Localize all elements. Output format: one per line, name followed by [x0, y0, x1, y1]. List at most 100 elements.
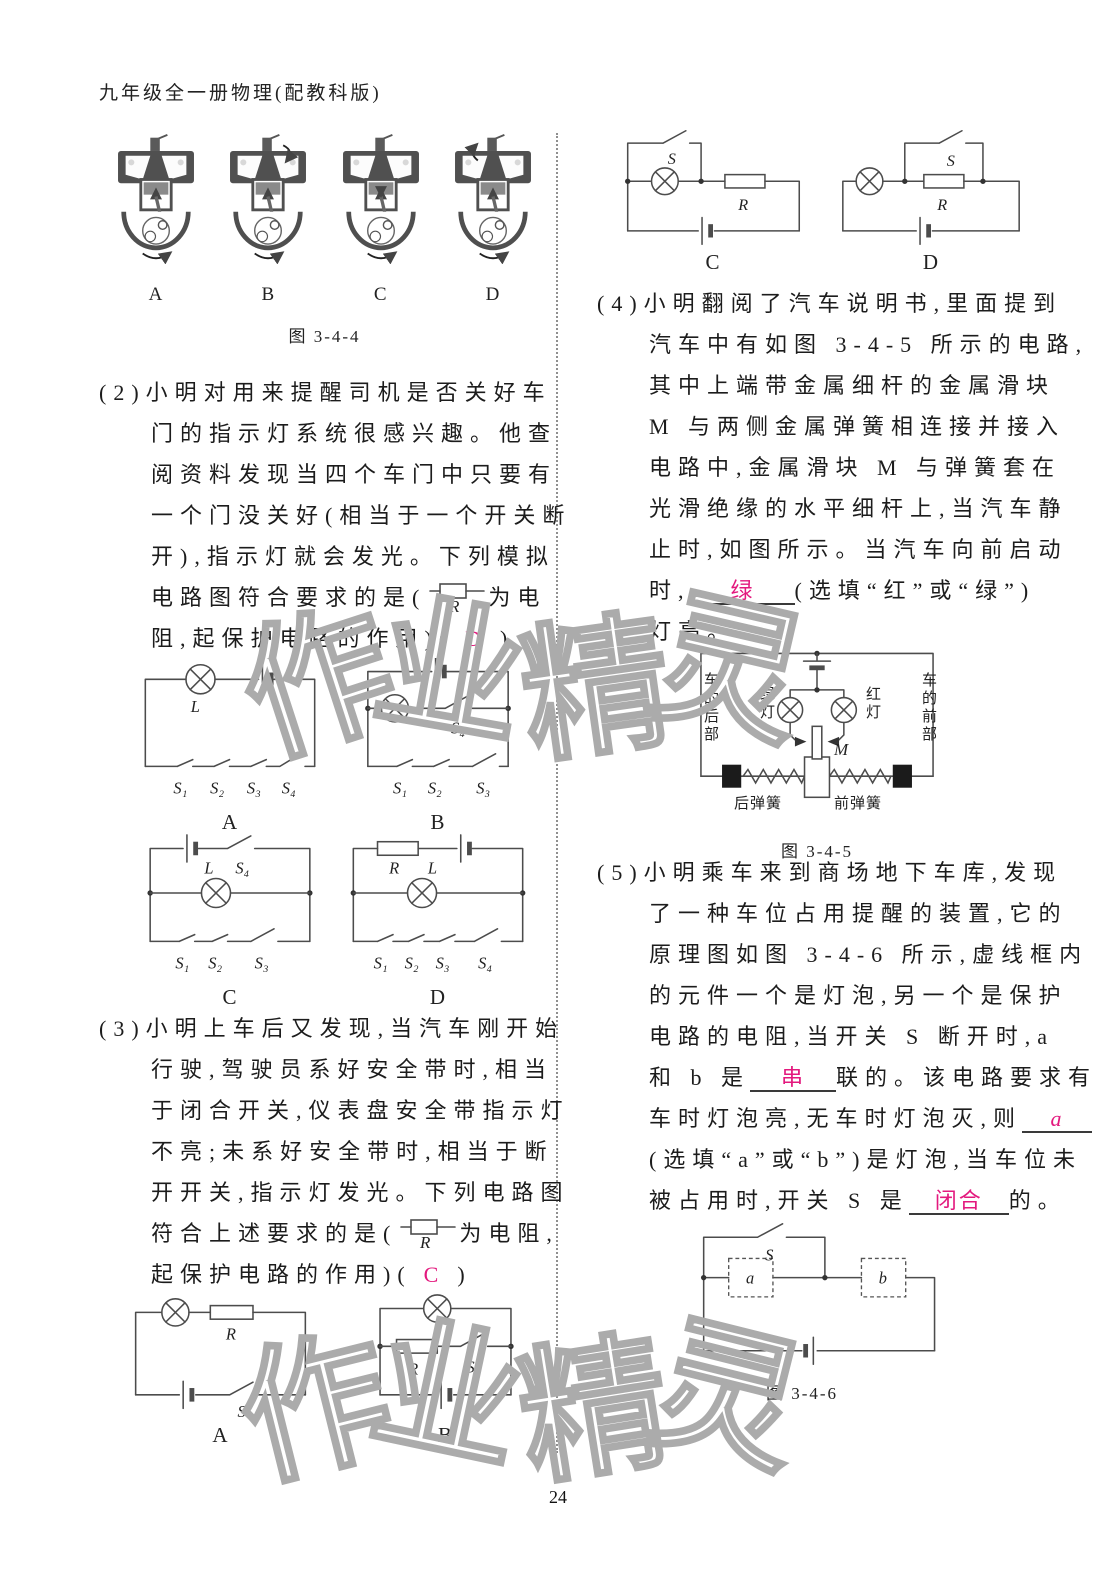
- q3-line6-text: 符合上述要求的是(: [151, 1221, 398, 1246]
- engine-option-a: A: [112, 132, 200, 306]
- q5-line: 原理图如图 3-4-6 所示,虚线框内: [649, 942, 1089, 967]
- svg-text:R: R: [419, 1233, 437, 1249]
- q5-answer-blank-2: a: [1022, 1107, 1093, 1133]
- circuit-option-c: S R C: [608, 126, 818, 275]
- q4-line: 电路中,金属滑块 M 与弹簧套在: [649, 455, 1062, 480]
- question-5: (5)小明乘车来到商场地下车库,发现 了一种车位占用提醒的装置,它的 原理图如图…: [597, 852, 1093, 1221]
- svg-text:R: R: [388, 859, 399, 878]
- q3-line: 开开关,指示灯发光。下列电路图: [151, 1180, 570, 1205]
- circuit-option-a: R S A: [118, 1293, 323, 1448]
- circuit-letter: A: [221, 810, 239, 834]
- figure-3-4-4-caption: 图 3-4-4: [288, 327, 361, 346]
- svg-text:S₂: S₂: [208, 953, 222, 972]
- option-letter: A: [148, 284, 164, 305]
- circuit-diagram: L S₄ S₁ S₂ S₃: [365, 658, 511, 797]
- svg-text:S₁: S₁: [175, 953, 189, 972]
- resistor-icon: [724, 173, 766, 189]
- fig346-diagram: S a b: [700, 1223, 936, 1365]
- q3-answer: C: [423, 1262, 446, 1287]
- front-spring-label: 前弹簧: [834, 796, 883, 812]
- q3-circuit-row-cd: S R C S R D: [608, 126, 1036, 275]
- svg-text:S: S: [237, 1402, 245, 1421]
- switch-branch: [904, 130, 984, 183]
- q3-line: 于闭合开关,仪表盘安全带指示灯: [151, 1098, 570, 1123]
- q2-close-paren: ): [500, 626, 515, 651]
- q5-blank-line-3: 被占用时,开关 S 是闭合的。: [597, 1180, 1060, 1221]
- option-letter: C: [373, 284, 388, 305]
- resistor-icon: R: [429, 583, 486, 613]
- q5-line6-tail: 联的。该电路要求有: [836, 1065, 1098, 1090]
- q4-line: 其中上端带金属细杆的金属滑块: [649, 373, 1056, 398]
- svg-text:R: R: [407, 1359, 418, 1378]
- fig345-diagram: [700, 650, 934, 799]
- page-number: 24: [549, 1487, 567, 1507]
- q5-line: (5)小明乘车来到商场地下车库,发现: [597, 860, 1063, 885]
- front-spring-icon: [828, 767, 892, 785]
- switch-branch: [626, 130, 702, 183]
- q2-answer: D: [465, 626, 489, 651]
- svg-text:S₁: S₁: [393, 778, 407, 797]
- figure-3-4-5-caption: 图 3-4-5: [780, 842, 854, 861]
- q5-line9-text: 被占用时,开关 S 是: [649, 1188, 909, 1213]
- q4-blank-line: 时,绿(选填“红”或“绿”): [597, 570, 1047, 611]
- rear-spring-label: 后弹簧: [734, 796, 783, 812]
- lamp-icon: [855, 167, 884, 196]
- resistor-icon: [923, 173, 965, 189]
- q2-answer-line: 阻,起保护电路的作用)(D): [99, 618, 551, 659]
- svg-text:S: S: [765, 1245, 773, 1264]
- left-contact-arrow: [794, 736, 807, 747]
- engine-icon: [112, 132, 200, 282]
- svg-text:S: S: [668, 150, 676, 168]
- figure-3-4-6: S a b 图 3-4-6: [672, 1218, 972, 1404]
- svg-text:S₄: S₄: [282, 778, 296, 797]
- car-rear-label: 车的后部: [702, 672, 718, 744]
- switch-branch: [702, 1223, 826, 1279]
- figure-3-4-6-caption: 图 3-4-6: [765, 1384, 839, 1403]
- dashed-box-b: [860, 1257, 907, 1298]
- svg-text:S₃: S₃: [255, 953, 269, 972]
- q2-circuit-row-1: L S₁ S₂ S₃ S₄ A L S₄ S₁: [130, 658, 538, 835]
- circuit-diagram: L S₁ S₂ S₃ S₄: [144, 663, 316, 797]
- circuit-letter: B: [437, 1423, 453, 1447]
- engine-option-d: D: [449, 132, 537, 306]
- circuit-letter: C: [222, 985, 238, 1009]
- lamp-icon: [185, 664, 216, 695]
- rear-spring-icon: [742, 767, 806, 785]
- page-header-title: 九年级全一册物理(配教科版): [99, 83, 382, 104]
- option-letter: D: [485, 284, 501, 305]
- circuit-option-b: L S₄ S₁ S₂ S₃ B: [338, 658, 538, 835]
- svg-text:a: a: [746, 1268, 754, 1287]
- circuit-letter: A: [212, 1423, 229, 1447]
- circuit-diagram: S R: [842, 130, 1020, 245]
- svg-text:R: R: [225, 1325, 236, 1344]
- engine-icon: [224, 132, 312, 282]
- engine-icon: [337, 132, 425, 282]
- question-4: (4)小明翻阅了汽车说明书,里面提到 汽车中有如图 3-4-5 所示的电路, 其…: [597, 283, 1081, 652]
- svg-text:S₁: S₁: [173, 778, 187, 797]
- svg-text:S₄: S₄: [235, 859, 249, 878]
- svg-text:S₃: S₃: [247, 778, 261, 797]
- svg-text:S₃: S₃: [476, 778, 490, 797]
- svg-text:L: L: [190, 697, 200, 716]
- right-contact-arrow: [827, 736, 840, 747]
- question-3: (3)小明上车后又发现,当汽车刚开始 行驶,驾驶员系好安全带时,相当 于闭合开关…: [99, 1008, 570, 1295]
- q3-line: (3)小明上车后又发现,当汽车刚开始: [99, 1016, 565, 1041]
- svg-text:L: L: [203, 859, 213, 878]
- circuit-letter: D: [922, 250, 940, 274]
- q2-circuit-row-2: S₄ L S₁ S₂ S₃ C R L: [130, 833, 538, 1010]
- svg-text:L: L: [427, 859, 437, 878]
- resistor-icon: [209, 1304, 254, 1320]
- svg-text:S₂: S₂: [405, 953, 419, 972]
- engine-option-c: C: [337, 132, 425, 306]
- q3-circuit-row-ab: R S A R S B: [118, 1293, 548, 1448]
- svg-text:S: S: [466, 1358, 474, 1377]
- car-front-label: 车的前部: [920, 672, 936, 744]
- svg-text:R: R: [448, 597, 466, 613]
- svg-text:S₂: S₂: [210, 778, 224, 797]
- lamp-icon: [161, 1298, 190, 1327]
- q5-line: 的元件一个是灯泡,另一个是保护: [649, 983, 1068, 1008]
- q2-line: (2)小明对用来提醒司机是否关好车: [99, 380, 552, 405]
- battery-icon: [802, 652, 832, 662]
